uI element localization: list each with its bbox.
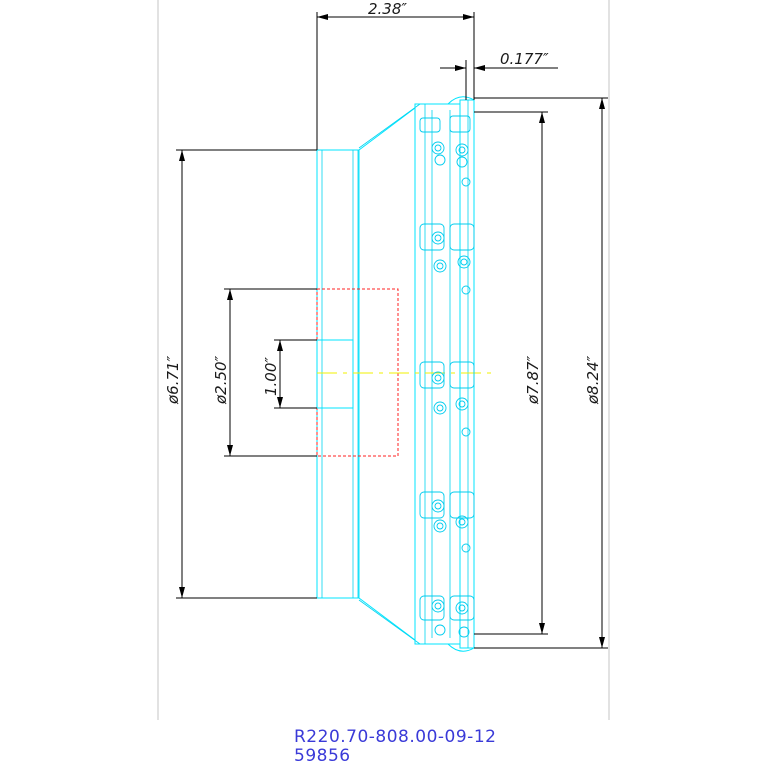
- dimension-cutting-diameter-label: ø7.87″: [524, 355, 542, 405]
- insert-pockets: [419, 115, 475, 638]
- body-cone-outline: [358, 107, 416, 641]
- insert-pocket: [419, 361, 475, 437]
- dimension-cutting-diameter: ø7.87″: [474, 111, 548, 635]
- dimension-length: 2.38″: [316, 0, 475, 150]
- insert-pocket: [419, 491, 475, 553]
- dimension-hub-diameter-label: ø6.71″: [164, 355, 182, 405]
- dimension-bore-recess-label: ø2.50″: [212, 355, 230, 405]
- face-plate: [414, 103, 461, 645]
- dimension-bore-recess-diameter: ø2.50″: [212, 288, 317, 457]
- dimension-offset-label: 0.177″: [500, 50, 549, 68]
- dimension-offset: 0.177″: [440, 50, 558, 100]
- dimension-hub-diameter: ø6.71″: [164, 149, 317, 599]
- dimension-max-diameter: ø8.24″: [474, 97, 608, 649]
- dimension-bore-depth: 1.00″: [262, 339, 317, 409]
- insert-pocket: [419, 595, 475, 638]
- insert-pocket: [419, 223, 475, 295]
- item-number: 59856: [294, 746, 351, 766]
- dimension-max-diameter-label: ø8.24″: [584, 355, 602, 405]
- part-number: R220.70-808.00-09-12: [294, 727, 497, 747]
- dimension-length-label: 2.38″: [368, 0, 407, 18]
- cutter-body: [316, 96, 493, 652]
- insert-pocket: [419, 115, 471, 187]
- dimension-bore-depth-label: 1.00″: [262, 357, 280, 396]
- bore-step: [316, 339, 354, 409]
